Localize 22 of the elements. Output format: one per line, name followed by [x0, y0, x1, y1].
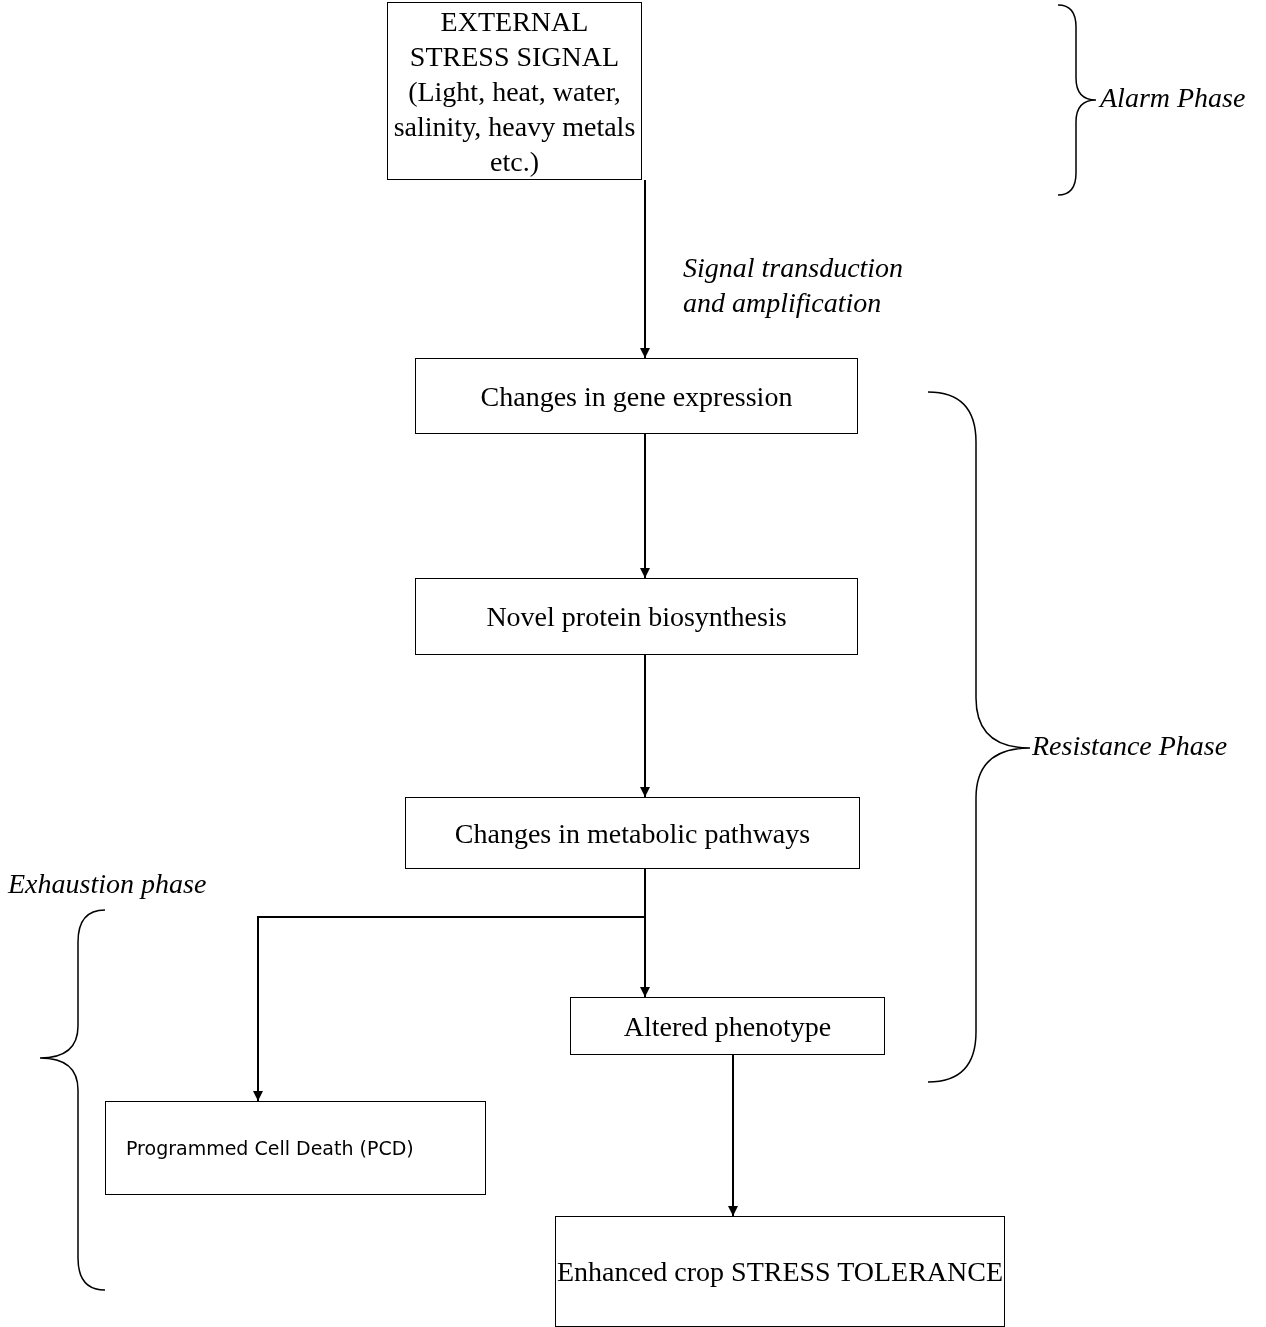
process-box: [415, 358, 858, 434]
box-text: Enhanced crop STRESS TOLERANCE: [556, 1255, 1004, 1289]
box-subtitle: (Light, heat, water, salinity, heavy metals etc.): [392, 74, 637, 179]
arrow: [640, 654, 650, 798]
phase-label: Alarm Phase: [1100, 82, 1246, 114]
arrow: [640, 179, 650, 359]
arrow: [728, 1054, 738, 1217]
phase-label: Resistance Phase: [1032, 730, 1228, 762]
arrow: [640, 433, 650, 579]
box-text: Programmed Cell Death (PCD): [126, 1135, 414, 1161]
box-text: Altered phenotype: [623, 1009, 832, 1044]
process-box: [105, 1101, 486, 1195]
box-text: Changes in metabolic pathways: [454, 816, 811, 851]
process-box: [405, 797, 860, 869]
phase-label: Exhaustion phase: [8, 868, 207, 900]
box-title: EXTERNAL STRESS SIGNAL: [408, 4, 621, 74]
process-box: [570, 997, 885, 1055]
process-box: [387, 2, 642, 180]
process-box: [555, 1216, 1005, 1327]
process-box: [415, 578, 858, 655]
box-text: Changes in gene expression: [480, 379, 793, 414]
box-text: Novel protein biosynthesis: [486, 600, 787, 634]
